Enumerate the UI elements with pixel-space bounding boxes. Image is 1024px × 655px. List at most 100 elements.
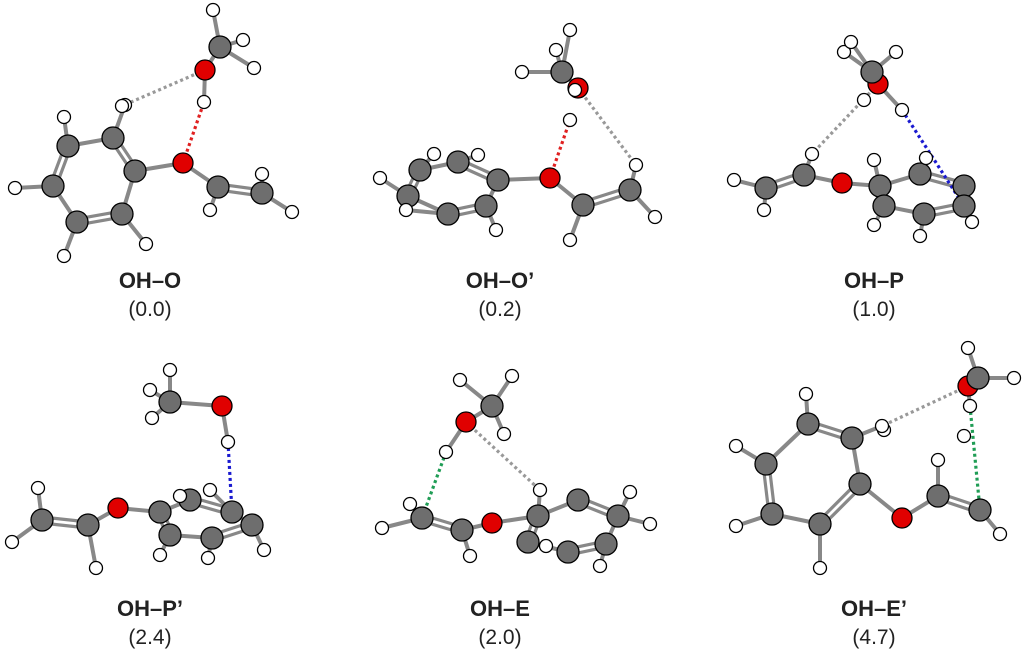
hydrogen-atom <box>647 209 663 225</box>
hydrogen-atom <box>426 146 442 162</box>
carbon-atom <box>158 523 182 547</box>
carbon-atom <box>926 484 950 508</box>
carbon-atom <box>754 176 778 200</box>
carbon-atom <box>848 472 872 496</box>
carbon-atom <box>618 178 642 202</box>
panel-oh-p-prime: OH–P’ (2.4) <box>0 330 300 650</box>
hydrogen-atom <box>804 146 820 162</box>
hydrogen-atom <box>462 548 478 564</box>
hydrogen-atom <box>114 98 130 114</box>
carbon-atom <box>796 412 820 436</box>
carbon-atom <box>840 426 864 450</box>
carbon-atom <box>208 35 232 59</box>
panel-oh-o-prime: OH–O’ (0.2) <box>350 0 663 321</box>
conformer-energy: (0.2) <box>478 298 522 321</box>
hydrogen-atom <box>235 32 251 48</box>
hydrogen-atom <box>836 44 852 60</box>
carbon-atom <box>65 210 89 234</box>
hydrogen-atom <box>256 542 272 558</box>
hydrogen-atom <box>960 340 976 356</box>
hydrogen-atom <box>138 236 154 252</box>
carbon-atom <box>76 513 100 537</box>
carbon-atom <box>792 163 816 187</box>
hydrogen-atom <box>496 426 512 442</box>
carbon-atom <box>966 366 990 390</box>
conformer-energy: (1.0) <box>852 298 896 321</box>
hydrogen-atom <box>562 22 578 38</box>
hydrogen-atom <box>452 372 468 388</box>
conformer-energy: (2.4) <box>128 626 172 649</box>
carbon-atom <box>912 202 936 226</box>
oxygen-atom <box>172 152 194 174</box>
molecule-oh-o <box>7 2 300 264</box>
hydrogen-atom <box>200 550 216 566</box>
hydrogen-atom <box>726 172 742 188</box>
oxygen-atom <box>211 395 233 417</box>
carbon-atom <box>148 500 172 524</box>
hydrogen-bond-contact <box>181 101 206 164</box>
carbon-atom <box>410 506 434 530</box>
hydrogen-atom <box>196 94 212 110</box>
carbon-atom <box>436 202 460 226</box>
hydrogen-bond-contact <box>548 119 572 179</box>
hydrogen-atom <box>30 480 46 496</box>
conformer-energy: (4.7) <box>852 626 896 649</box>
hydrogen-atom <box>202 202 218 218</box>
carbon-atom <box>480 394 504 418</box>
molecule-oh-e <box>374 368 658 574</box>
conformer-name: OH–O <box>118 268 182 293</box>
hydrogen-atom <box>205 2 221 18</box>
hydrogen-atom <box>888 44 904 60</box>
carbon-atom <box>220 500 244 524</box>
carbon-atom <box>110 202 134 226</box>
hydrogen-atom <box>56 248 72 264</box>
hydrogen-atom <box>918 150 934 166</box>
conformer-name: OH–P <box>844 268 904 293</box>
hydrogen-atom <box>728 438 744 454</box>
panel-oh-e: OH–E (2.0) <box>350 330 658 650</box>
hydrogen-atom <box>88 560 104 576</box>
hydrogen-bond-contact <box>881 384 969 428</box>
hydrogen-atom <box>56 109 72 125</box>
carbon-atom <box>968 498 992 522</box>
carbon-atom <box>908 162 932 186</box>
hydrogen-atom <box>866 152 882 168</box>
molecule-oh-p-prime <box>4 362 272 576</box>
hydrogen-atom <box>567 82 583 98</box>
hydrogen-atom <box>438 444 454 460</box>
oxygen-atom <box>539 167 561 189</box>
panel-oh-p: OH–P (1.0) <box>724 0 1024 321</box>
carbon-atom <box>486 168 510 192</box>
hydrogen-atom <box>398 202 414 218</box>
hydrogen-atom <box>142 382 158 398</box>
carbon-atom <box>566 488 590 512</box>
hydrogen-atom <box>402 496 418 512</box>
carbon-atom <box>952 174 976 198</box>
hydrogen-atom <box>894 102 910 118</box>
hydrogen-atom <box>202 482 218 498</box>
oxygen-atom <box>194 59 216 81</box>
carbon-atom <box>408 158 432 182</box>
hydrogen-atom <box>144 410 160 426</box>
hydrogen-atom <box>992 526 1008 542</box>
carbon-atom <box>860 60 884 84</box>
carbon-atom <box>200 526 224 550</box>
hydrogen-atom <box>843 34 859 50</box>
carbon-atom <box>526 504 550 528</box>
hydrogen-atom <box>642 516 658 532</box>
hydrogen-bond-contact <box>968 405 982 511</box>
carbon-atom <box>101 126 125 150</box>
hydrogen-atom <box>548 42 564 58</box>
hydrogen-bond-contact <box>900 109 966 207</box>
hydrogen-bond-contact <box>576 87 638 166</box>
hydrogen-atom <box>4 534 20 550</box>
hydrogen-atom <box>798 386 814 402</box>
hydrogen-bond-contact <box>121 68 206 108</box>
hydrogen-atom <box>162 362 178 378</box>
hydrogen-atom <box>514 64 530 80</box>
carbon-atom <box>240 513 264 537</box>
hydrogen-atom <box>246 60 262 76</box>
panel-oh-o: OH–O (0.0) <box>0 0 300 321</box>
carbon-atom <box>30 508 54 532</box>
